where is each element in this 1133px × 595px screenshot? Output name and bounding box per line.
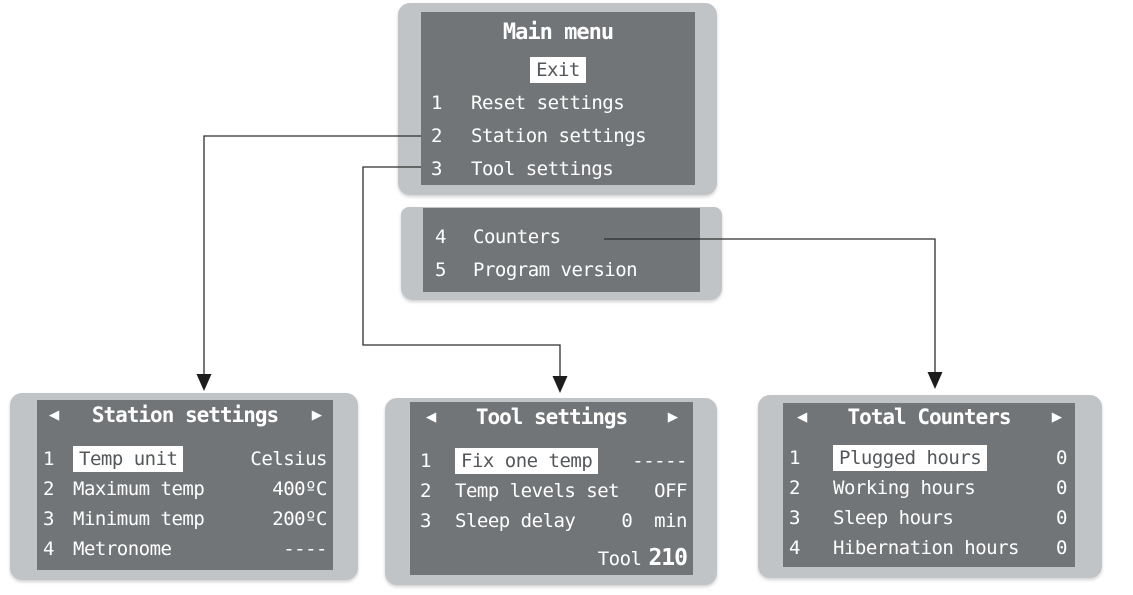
item-label: Station settings [471, 124, 647, 147]
arrowhead-total-counters-icon [927, 372, 943, 389]
main-menu-title: Main menu [502, 20, 614, 45]
item-number: 1 [789, 447, 800, 469]
station-settings-header: ◀ Station settings ▶ [37, 402, 333, 428]
item-label: Temp levels set [455, 480, 620, 502]
item-number: 3 [43, 508, 54, 530]
prev-page-icon[interactable]: ◀ [49, 405, 59, 425]
next-page-icon[interactable]: ▶ [311, 405, 322, 425]
arrowhead-tool-settings-icon [552, 376, 568, 393]
setting-row-temp-levels-set[interactable]: 2 Temp levels set OFF [410, 476, 693, 506]
item-label: Sleep hours [833, 507, 954, 529]
counter-row-working-hours[interactable]: 2 Working hours 0 [783, 473, 1075, 503]
tool-indicator: Tool 210 [410, 545, 693, 575]
next-page-icon[interactable]: ▶ [667, 407, 678, 427]
item-number: 1 [43, 448, 54, 470]
setting-row-temp-unit[interactable]: 1 Temp unit Celsius [37, 444, 333, 474]
item-number: 4 [789, 537, 800, 559]
item-label-selected: Temp unit [73, 446, 184, 472]
main-menu-panel: Main menu Exit 1 Reset settings 2 Statio… [398, 3, 717, 195]
prev-page-icon[interactable]: ◀ [426, 407, 436, 427]
item-number: 3 [431, 157, 442, 180]
setting-row-metronome[interactable]: 4 Metronome ---- [37, 534, 333, 564]
item-label: Reset settings [471, 91, 625, 114]
total-counters-panel: ◀ Total Counters ▶ 1 Plugged hours 0 2 W… [758, 395, 1102, 578]
main-menu-page2-panel: 4 Counters 5 Program version [401, 207, 722, 300]
item-value: OFF [654, 480, 687, 502]
menu-item-reset-settings[interactable]: 1 Reset settings [421, 86, 695, 119]
item-number: 5 [435, 258, 446, 281]
tool-number: 210 [648, 545, 688, 571]
item-number: 1 [431, 91, 442, 114]
item-number: 4 [43, 538, 54, 560]
item-number: 2 [431, 124, 442, 147]
item-label-selected: Fix one temp [455, 448, 599, 474]
menu-item-counters[interactable]: 4 Counters [423, 220, 700, 253]
main-menu-page2-screen: 4 Counters 5 Program version [423, 208, 700, 292]
menu-item-exit[interactable]: Exit [530, 57, 586, 83]
total-counters-title: Total Counters [847, 405, 1011, 429]
prev-page-icon[interactable]: ◀ [797, 407, 807, 427]
item-label: Working hours [833, 477, 976, 499]
item-value: Celsius [250, 448, 327, 470]
total-counters-screen: ◀ Total Counters ▶ 1 Plugged hours 0 2 W… [783, 403, 1075, 567]
item-value: 200ºC [272, 508, 327, 530]
station-settings-screen: ◀ Station settings ▶ 1 Temp unit Celsius… [37, 400, 333, 570]
station-settings-title: Station settings [91, 403, 279, 427]
item-number: 2 [789, 477, 800, 499]
item-label: Program version [473, 258, 638, 281]
item-value: 0 min [621, 510, 687, 532]
item-label: Counters [473, 225, 561, 248]
item-number: 2 [420, 480, 431, 502]
item-number: 2 [43, 478, 54, 500]
tool-settings-panel: ◀ Tool settings ▶ 1 Fix one temp ----- 2… [385, 398, 717, 585]
menu-item-program-version[interactable]: 5 Program version [423, 253, 700, 286]
menu-item-tool-settings[interactable]: 3 Tool settings [421, 152, 695, 185]
item-value: 0 [1056, 447, 1067, 469]
next-page-icon[interactable]: ▶ [1051, 407, 1062, 427]
item-label: Metronome [73, 538, 172, 560]
counter-row-sleep-hours[interactable]: 3 Sleep hours 0 [783, 503, 1075, 533]
setting-row-sleep-delay[interactable]: 3 Sleep delay 0 min [410, 506, 693, 536]
tool-settings-title: Tool settings [475, 405, 628, 429]
item-number: 3 [420, 510, 431, 532]
arrowhead-station-settings-icon [196, 374, 212, 391]
counter-row-plugged-hours[interactable]: 1 Plugged hours 0 [783, 443, 1075, 473]
item-value: 0 [1056, 537, 1067, 559]
item-value: ----- [632, 450, 687, 472]
item-value: 0 [1056, 477, 1067, 499]
menu-item-station-settings[interactable]: 2 Station settings [421, 119, 695, 152]
item-value: 0 [1056, 507, 1067, 529]
connector-line-station-settings [203, 135, 421, 376]
item-number: 4 [435, 225, 446, 248]
setting-row-minimum-temp[interactable]: 3 Minimum temp 200ºC [37, 504, 333, 534]
item-number: 1 [420, 450, 431, 472]
total-counters-header: ◀ Total Counters ▶ [783, 404, 1075, 430]
station-settings-panel: ◀ Station settings ▶ 1 Temp unit Celsius… [10, 393, 358, 580]
item-number: 3 [789, 507, 800, 529]
counter-row-hibernation-hours[interactable]: 4 Hibernation hours 0 [783, 533, 1075, 563]
item-label-selected: Plugged hours [833, 445, 988, 471]
item-label: Tool settings [471, 157, 614, 180]
exit-row: Exit [421, 57, 695, 86]
item-label: Sleep delay [455, 510, 576, 532]
setting-row-maximum-temp[interactable]: 2 Maximum temp 400ºC [37, 474, 333, 504]
item-value: ---- [283, 538, 327, 560]
item-label: Maximum temp [73, 478, 205, 500]
tool-settings-screen: ◀ Tool settings ▶ 1 Fix one temp ----- 2… [410, 402, 693, 575]
tool-settings-header: ◀ Tool settings ▶ [410, 404, 693, 430]
item-value: 400ºC [272, 478, 327, 500]
setting-row-fix-one-temp[interactable]: 1 Fix one temp ----- [410, 446, 693, 476]
item-label: Minimum temp [73, 508, 205, 530]
item-label: Hibernation hours [833, 537, 1019, 559]
tool-label: Tool [597, 548, 642, 570]
main-menu-screen: Main menu Exit 1 Reset settings 2 Statio… [421, 12, 695, 185]
